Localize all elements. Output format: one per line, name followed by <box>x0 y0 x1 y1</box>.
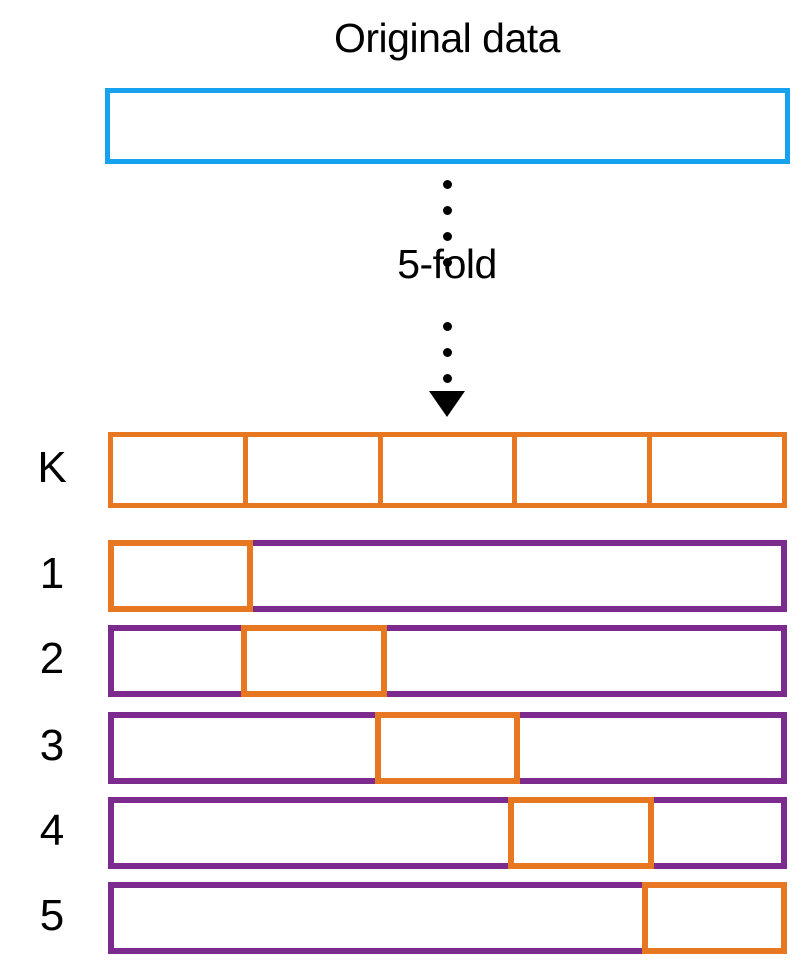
partition-segment <box>242 432 383 508</box>
arrow-dot <box>442 206 452 215</box>
partition-row-k: K <box>37 432 787 508</box>
arrow-dot <box>442 232 452 241</box>
partition-segment <box>512 432 653 508</box>
dotted-line-upper <box>441 180 453 267</box>
partition-segment <box>377 432 518 508</box>
fold-training-bar <box>108 797 787 869</box>
diagram-title: Original data <box>334 15 560 61</box>
fold-validation-segment <box>508 797 654 869</box>
fold-row-label: 4 <box>39 806 65 855</box>
fold-training-bar <box>108 540 787 612</box>
fold-training-bar <box>108 712 787 784</box>
fold-validation-segment <box>241 625 387 697</box>
partition-segment <box>108 432 248 508</box>
fold-row: 5 <box>40 882 787 954</box>
fold-training-bar <box>108 882 787 954</box>
fold-validation-segment <box>641 882 787 954</box>
partition-segment <box>647 432 787 508</box>
arrow-dot <box>442 348 452 357</box>
partition-bar <box>108 432 787 508</box>
fold-validation-segment <box>108 540 254 612</box>
arrow-dot <box>442 180 452 189</box>
arrow-dot <box>442 258 452 267</box>
fold-validation-segment <box>374 712 521 784</box>
fold-row-label: 5 <box>39 891 65 940</box>
arrowhead-down-icon <box>429 391 465 417</box>
row-label-k: K <box>37 443 67 492</box>
fold-row-label: 1 <box>39 549 65 598</box>
fold-training-bar <box>108 625 787 697</box>
fold-process-label: 5-fold <box>397 241 497 287</box>
arrow-dot <box>442 322 452 331</box>
fold-row: 3 <box>40 712 787 784</box>
fold-row: 2 <box>40 625 787 697</box>
fold-row: 4 <box>40 797 787 869</box>
fold-row-label: 2 <box>39 634 65 683</box>
fold-row-label: 3 <box>39 721 65 770</box>
original-data-bar <box>105 88 790 164</box>
fold-row: 1 <box>40 540 787 612</box>
arrow-dot <box>442 374 452 383</box>
